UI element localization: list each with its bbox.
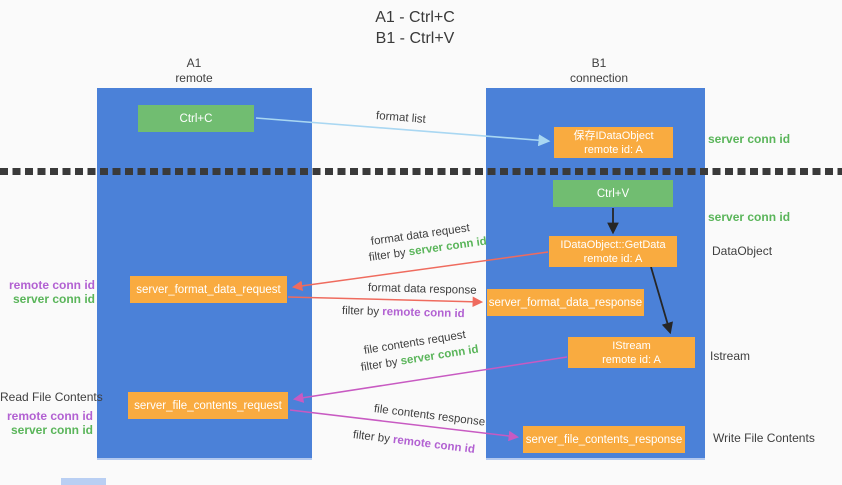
node-save-idataobject: 保存IDataObject remote id: A: [554, 127, 673, 158]
label-format-list: format list: [375, 110, 427, 126]
node-file-request-label: server_file_contents_request: [134, 399, 282, 412]
annotation-left-conn-ids-1: remote conn id server conn id: [0, 278, 95, 306]
lifeline-header-a1: A1 remote: [134, 56, 254, 86]
label-format-data-response: format data response: [367, 282, 477, 297]
node-save-idataobject-line1: 保存IDataObject: [573, 129, 654, 142]
lifeline-header-b1: B1 connection: [539, 56, 659, 86]
node-format-request-label: server_format_data_request: [136, 283, 281, 296]
label-file-contents-response-filter: filter by remote conn id: [352, 429, 475, 456]
node-istream-line2: remote id: A: [602, 353, 661, 366]
node-istream-line1: IStream: [612, 339, 651, 352]
node-server-file-contents-response: server_file_contents_response: [523, 426, 685, 453]
lifeline-a1-role: remote: [175, 71, 213, 85]
node-server-file-contents-request: server_file_contents_request: [128, 392, 288, 419]
node-ctrl-c-label: Ctrl+C: [179, 112, 213, 125]
annotation-remote-conn-id-2: remote conn id: [6, 409, 93, 423]
node-format-response-label: server_format_data_response: [488, 296, 643, 309]
bottom-window-fragment: [61, 478, 106, 485]
lifeline-a1-name: A1: [186, 56, 202, 70]
node-getdata-line2: remote id: A: [583, 252, 643, 265]
node-ctrl-v-label: Ctrl+V: [596, 187, 630, 200]
diagram-title: A1 - Ctrl+C B1 - Ctrl+V: [330, 7, 500, 49]
title-line-1: A1 - Ctrl+C: [375, 9, 455, 26]
label-format-data-response-filter: filter by remote conn id: [342, 305, 465, 320]
annotation-left-server-conn-id-1: server conn id: [12, 292, 95, 306]
title-line-2: B1 - Ctrl+V: [375, 30, 455, 47]
annotation-istream: Istream: [710, 349, 751, 363]
filter-key-remote-conn-id: remote conn id: [382, 306, 465, 321]
node-istream: IStream remote id: A: [568, 337, 695, 368]
annotation-remote-conn-id-1: remote conn id: [8, 278, 95, 292]
node-save-idataobject-line2: remote id: A: [584, 143, 643, 156]
filter-key-remote-conn-id: remote conn id: [392, 433, 476, 456]
annotation-left-conn-ids-2: remote conn id server conn id: [0, 409, 93, 437]
annotation-dataobject: DataObject: [712, 244, 773, 258]
arrow-format-data-response: [287, 296, 484, 308]
node-ctrl-c: Ctrl+C: [138, 105, 254, 132]
phase-divider-dotted-line: [0, 168, 842, 175]
label-file-contents-response: file contents response: [373, 403, 486, 429]
annotation-server-conn-id-1: server conn id: [708, 132, 791, 146]
node-file-response-label: server_file_contents_response: [525, 433, 683, 446]
node-idataobject-getdata: IDataObject::GetData remote id: A: [549, 236, 677, 267]
node-ctrl-v: Ctrl+V: [553, 180, 673, 207]
lifeline-b1-name: B1: [591, 56, 607, 70]
filter-by-prefix: filter by: [341, 305, 383, 319]
node-getdata-line1: IDataObject::GetData: [560, 238, 666, 251]
node-server-format-data-response: server_format_data_response: [487, 289, 644, 316]
filter-by-prefix: filter by: [368, 246, 410, 264]
annotation-server-conn-id-2: server conn id: [708, 210, 791, 224]
filter-by-prefix: filter by: [352, 429, 394, 446]
annotation-read-file-contents: Read File Contents: [0, 390, 103, 404]
filter-by-prefix: filter by: [360, 355, 402, 374]
annotation-left-server-conn-id-2: server conn id: [10, 423, 93, 437]
node-server-format-data-request: server_format_data_request: [130, 276, 287, 303]
lifeline-b1-role: connection: [569, 71, 629, 85]
annotation-write-file-contents: Write File Contents: [713, 431, 815, 445]
